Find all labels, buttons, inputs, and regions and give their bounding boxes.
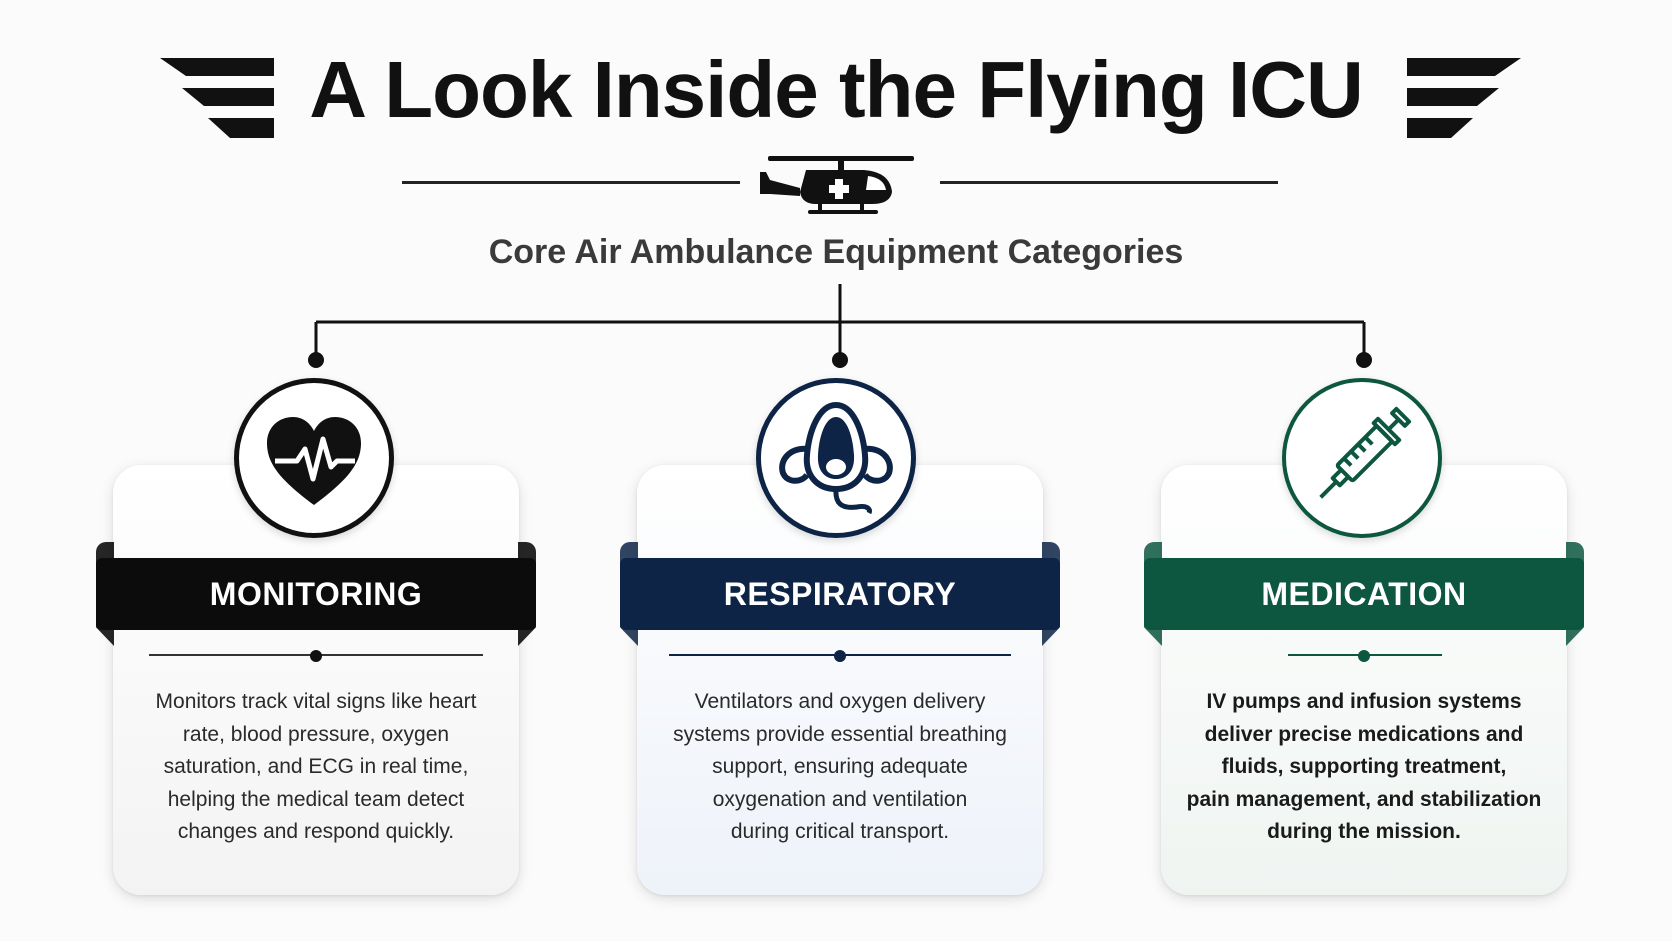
connector-dot xyxy=(1356,352,1372,368)
helicopter-icon xyxy=(760,156,914,214)
monitoring-separator-dot xyxy=(310,650,322,662)
title-divider-right xyxy=(940,181,1278,184)
respiratory-description: Ventilators and oxygen delivery systems … xyxy=(650,686,1030,849)
desc-line: systems provide essential breathing xyxy=(673,722,1007,746)
desc-line: changes and respond quickly. xyxy=(177,820,455,843)
desc-line: Ventilators and oxygen delivery xyxy=(694,690,986,713)
syringe-icon xyxy=(1319,406,1412,499)
desc-line: IV pumps and infusion systems xyxy=(1206,690,1522,713)
desc-line: oxygenation and ventilation xyxy=(712,787,968,811)
desc-line: helping the medical team detect xyxy=(167,787,465,811)
respiratory-separator-dot xyxy=(834,650,846,662)
medication-description: IV pumps and infusion systems deliver pr… xyxy=(1174,686,1554,849)
desc-line: pain management, and stabilization xyxy=(1186,787,1542,811)
monitoring-description: Monitors track vital signs like heart ra… xyxy=(126,686,506,849)
monitoring-label: MONITORING xyxy=(96,558,536,630)
desc-line: rate, blood pressure, oxygen xyxy=(182,722,450,746)
medication-icon-circle xyxy=(1282,378,1442,538)
respiratory-icon-circle xyxy=(756,378,916,538)
desc-line: support, ensuring adequate xyxy=(712,755,968,778)
heart-pulse-icon xyxy=(267,417,361,505)
connector-tree xyxy=(308,284,1372,368)
monitoring-icon-circle xyxy=(234,378,394,538)
desc-line: saturation, and ECG in real time, xyxy=(163,755,469,778)
desc-line: deliver precise medications and xyxy=(1204,722,1524,746)
title-divider-left xyxy=(402,181,740,184)
page-subtitle: Core Air Ambulance Equipment Categories xyxy=(488,233,1184,271)
connector-dot xyxy=(832,352,848,368)
desc-line: fluids, supporting treatment, xyxy=(1221,755,1507,778)
right-wing-icon xyxy=(1407,58,1521,138)
desc-line: during critical transport. xyxy=(730,820,950,843)
medication-label: MEDICATION xyxy=(1144,558,1584,630)
respiratory-label: RESPIRATORY xyxy=(620,558,1060,630)
desc-line: during the mission. xyxy=(1267,820,1461,843)
connector-dot xyxy=(308,352,324,368)
oxygen-mask-icon xyxy=(779,401,893,515)
desc-line: Monitors track vital signs like heart xyxy=(155,690,477,713)
medication-separator-dot xyxy=(1358,650,1370,662)
page-title: A Look Inside the Flying ICU xyxy=(309,45,1364,134)
left-wing-icon xyxy=(160,58,274,138)
